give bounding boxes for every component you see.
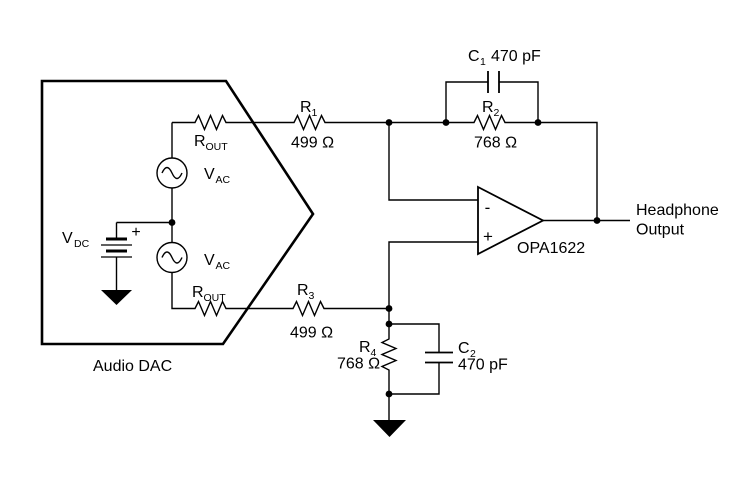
junction-dot [385, 320, 393, 328]
wire-noninverting-input [388, 241, 478, 336]
resistor-r1 [291, 113, 328, 132]
r2-label: R [482, 99, 494, 116]
r1-value: 499 Ω [291, 135, 334, 152]
output-label-line2: Output [636, 222, 685, 239]
r2-label-sub: 2 [494, 107, 500, 119]
capacitor-c1 [487, 71, 500, 93]
r1-label-sub: 1 [312, 107, 318, 119]
c1-label: C [468, 48, 480, 65]
resistor-r4 [380, 336, 398, 373]
r1-label: R [300, 99, 312, 116]
c2-label-sub: 2 [470, 348, 476, 360]
opamp-minus-pin: - [485, 198, 491, 217]
dac-block-label: Audio DAC [93, 358, 172, 375]
wire-feedback [538, 121, 598, 221]
r2-value: 768 Ω [474, 135, 517, 152]
junction-dot [385, 390, 393, 398]
opamp-plus-pin: + [483, 227, 493, 246]
wire-c1-branch [445, 81, 539, 123]
resistor-rout-bottom [192, 299, 229, 318]
c1-label-sub: 1 [480, 56, 486, 68]
junction-dot [168, 219, 176, 226]
sine-icon [161, 251, 183, 264]
vdc-label-sub: DC [74, 238, 90, 250]
sine-icon [161, 166, 183, 180]
vac-bottom-label-sub: AC [216, 260, 231, 272]
rout-bottom-label: R [192, 284, 204, 301]
vac-top-label: V [204, 166, 215, 183]
junction-dot [442, 119, 450, 126]
r4-label: R [359, 339, 371, 356]
resistor-r2 [471, 113, 508, 132]
ground-icon [101, 290, 132, 305]
junction-dot [385, 119, 393, 126]
c2-label: C [458, 340, 470, 357]
c1-value: 470 pF [491, 48, 541, 65]
wire-c2-branch [389, 323, 440, 395]
c2-value: 470 pF [458, 357, 508, 374]
output-label-line1: Headphone [636, 202, 719, 219]
resistor-rout-top [192, 113, 229, 132]
r4-label-sub: 4 [371, 347, 377, 359]
opamp-part-number: OPA1622 [517, 240, 585, 257]
vdc-label: V [62, 230, 73, 247]
vac-top-label-sub: AC [216, 174, 231, 186]
rout-bottom-label-sub: OUT [204, 292, 227, 304]
wire-inverting-input [388, 122, 478, 201]
junction-dot [593, 217, 601, 224]
vac-source-bottom [156, 241, 188, 274]
r3-label-sub: 3 [309, 290, 315, 302]
vac-source-top [156, 157, 188, 189]
battery-vdc [101, 237, 132, 258]
rout-top-label-sub: OUT [206, 141, 229, 153]
r4-value: 768 Ω [337, 356, 380, 373]
junction-dot [385, 305, 393, 312]
vac-bottom-label: V [204, 252, 215, 269]
dac-outline [40, 79, 315, 346]
ground-icon [373, 420, 406, 437]
junction-dot [534, 119, 542, 126]
rout-top-label: R [194, 133, 206, 150]
capacitor-c2 [425, 351, 453, 364]
battery-plus-sign: + [131, 224, 140, 241]
r3-label: R [297, 282, 309, 299]
wire-vacbot-rout [171, 272, 192, 310]
opamp-triangle [477, 185, 545, 256]
resistor-r3 [290, 299, 327, 318]
r3-value: 499 Ω [290, 325, 333, 342]
